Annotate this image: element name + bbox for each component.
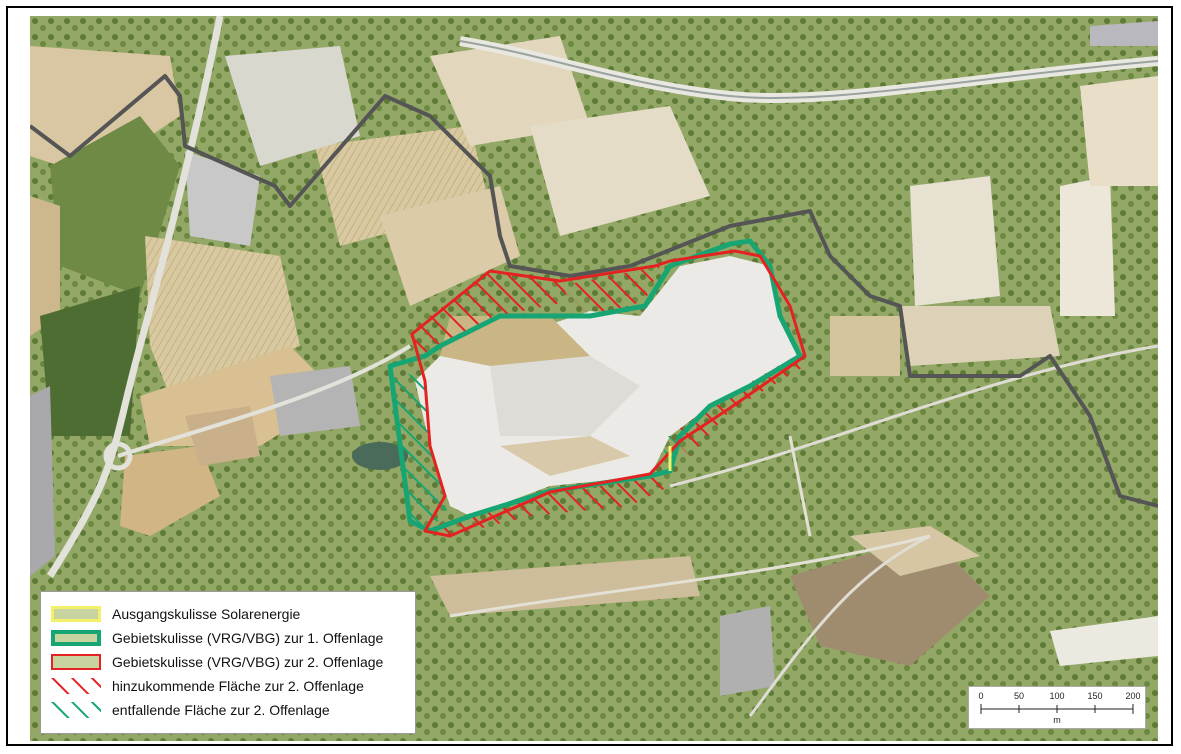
road <box>449 534 931 618</box>
field <box>120 446 220 536</box>
map-legend: Ausgangskulisse Solarenergie Gebietskuli… <box>40 591 416 734</box>
road <box>117 344 412 458</box>
buildings <box>270 366 360 436</box>
scale-bar-canvas: 0 50 100 150 200 m <box>978 691 1140 725</box>
area-offenlage-2 <box>410 249 807 538</box>
aerial-map[interactable]: Ausgangskulisse Solarenergie Gebietskuli… <box>30 16 1158 741</box>
legend-item-offenlage-1: Gebietskulisse (VRG/VBG) zur 1. Offenlag… <box>51 626 415 650</box>
yellow-outline-swatch <box>51 606 101 622</box>
added-area <box>560 266 660 316</box>
buildings <box>30 386 55 576</box>
field <box>185 406 260 466</box>
quarry-yard <box>225 46 360 166</box>
map-frame: Ausgangskulisse Solarenergie Gebietskuli… <box>6 6 1173 746</box>
buildings <box>185 151 260 246</box>
legend-label: Gebietskulisse (VRG/VBG) zur 2. Offenlag… <box>112 654 384 670</box>
municipal-boundary <box>30 74 1158 508</box>
green-outline-swatch <box>51 630 101 646</box>
field <box>1050 616 1158 666</box>
legend-label: entfallende Fläche zur 2. Offenlage <box>112 702 330 718</box>
red-outline-swatch <box>51 654 101 670</box>
scale-tick-label: 0 <box>978 691 983 701</box>
removed-area <box>390 366 450 531</box>
quarry-terrace <box>500 436 630 476</box>
pond <box>352 442 408 470</box>
road <box>47 16 224 578</box>
scale-tick-label: 150 <box>1087 691 1102 701</box>
added-area <box>410 476 670 536</box>
aerial-map-canvas <box>30 16 1158 741</box>
field <box>1060 176 1115 316</box>
scale-unit: m <box>1053 715 1061 725</box>
field <box>30 46 180 176</box>
field <box>900 306 1060 366</box>
scale-tick-label: 100 <box>1049 691 1064 701</box>
legend-item-added-area: hinzukommende Fläche zur 2. Offenlage <box>51 674 415 698</box>
green-hatch-swatch <box>51 702 101 718</box>
roundabout <box>103 441 133 471</box>
quarry-terrace <box>490 356 640 436</box>
field <box>430 556 700 616</box>
field <box>910 176 1000 306</box>
field <box>40 286 140 436</box>
scale-tick-label: 200 <box>1125 691 1140 701</box>
red-hatch-swatch <box>51 678 101 694</box>
highway-edge <box>459 40 1158 99</box>
field <box>30 196 60 336</box>
field <box>1080 76 1158 186</box>
buildings <box>1090 21 1158 46</box>
legend-label: hinzukommende Fläche zur 2. Offenlage <box>112 678 364 694</box>
field <box>380 186 520 306</box>
legend-item-removed-area: entfallende Fläche zur 2. Offenlage <box>51 698 415 722</box>
field <box>850 526 980 576</box>
legend-label: Ausgangskulisse Solarenergie <box>112 606 301 622</box>
road <box>788 435 812 537</box>
legend-label: Gebietskulisse (VRG/VBG) zur 1. Offenlag… <box>112 630 384 646</box>
scale-tick-label: 50 <box>1014 691 1024 701</box>
field <box>790 536 990 666</box>
field <box>830 316 900 376</box>
buildings <box>720 606 775 696</box>
legend-item-offenlage-2: Gebietskulisse (VRG/VBG) zur 2. Offenlag… <box>51 650 415 674</box>
road <box>748 534 931 717</box>
scale-bar: 0 50 100 150 200 m <box>968 686 1146 729</box>
area-offenlage-1 <box>387 238 803 534</box>
road <box>669 344 1158 488</box>
field <box>530 106 710 236</box>
legend-item-solar-base: Ausgangskulisse Solarenergie <box>51 602 415 626</box>
